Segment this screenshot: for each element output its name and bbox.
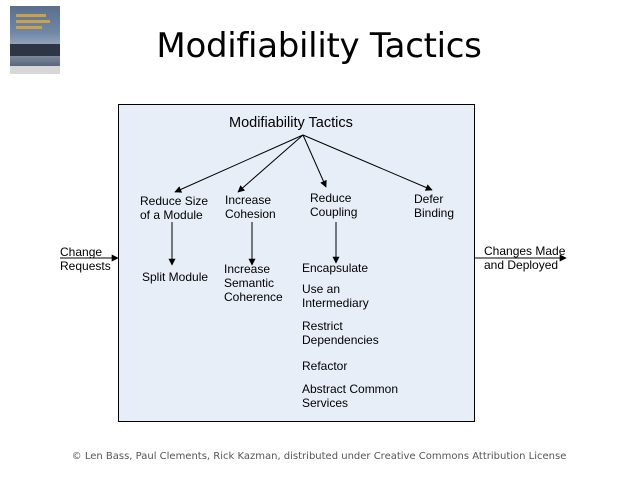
tactic-encapsulate: Encapsulate [302, 261, 369, 275]
branch-arrow-reduce-coupling [302, 134, 327, 188]
diagram-panel [118, 104, 475, 422]
category-defer-binding: Defer Binding [414, 192, 455, 220]
tactic-refactor: Refactor [302, 359, 348, 373]
root-label: Modifiability Tactics [229, 115, 353, 131]
tactic-increase-semantic-coherence: Increase Semantic Coherence [224, 262, 283, 304]
tactic-restrict-dependencies: Restrict Dependencies [302, 319, 379, 347]
book-cover-thumbnail [10, 6, 60, 74]
copyright-footer: © Len Bass, Paul Clements, Rick Kazman, … [71, 451, 567, 462]
branch-arrow-defer-binding [302, 134, 433, 191]
branch-arrow-increase-cohesion [237, 134, 304, 193]
category-increase-cohesion: Increase Cohesion [225, 193, 276, 221]
input-label: Change Requests [60, 245, 111, 273]
category-reduce-size: Reduce Size of a Module [140, 194, 209, 222]
tactic-split-module: Split Module [142, 270, 209, 284]
slide-title: Modifiability Tactics [156, 26, 482, 66]
category-reduce-coupling: Reduce Coupling [310, 191, 358, 219]
branch-arrow-reduce-size [174, 134, 304, 193]
tactic-use-an-intermediary: Use an Intermediary [302, 282, 369, 310]
tactic-abstract-common-services: Abstract Common Services [302, 382, 399, 410]
output-label: Changes Made and Deployed [484, 244, 566, 272]
